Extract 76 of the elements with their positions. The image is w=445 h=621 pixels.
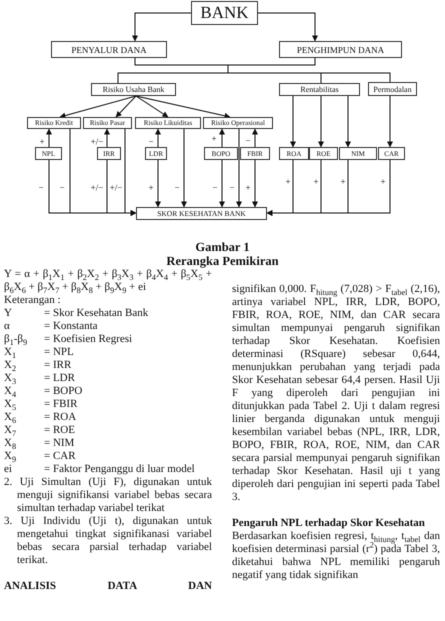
edge-label: + bbox=[313, 178, 319, 186]
variable-symbol: ei bbox=[4, 463, 13, 476]
variable-definition: = CAR bbox=[44, 450, 77, 463]
arrow bbox=[219, 160, 225, 208]
variable-symbol: α bbox=[4, 320, 11, 333]
arrow bbox=[46, 128, 52, 148]
variable-definition: = NPL bbox=[44, 346, 75, 359]
arrow bbox=[104, 128, 110, 148]
category-box: PENGHIMPUN DANA bbox=[279, 41, 402, 58]
variable-definition: = Koefisien Regresi bbox=[44, 333, 134, 346]
variable-symbol: X$_{8}$ bbox=[4, 437, 18, 450]
list-item: 3. Uji Individu (Uji t), digunakan untuk mengetahui tingkat signifikanasi variabel bebas secara parsial terhadap variabel terikat. bbox=[4, 515, 212, 567]
variable-symbol: X$_{4}$ bbox=[4, 385, 18, 398]
edge-label: +/− bbox=[110, 184, 122, 192]
figure-number: Gambar 1 bbox=[194, 240, 251, 255]
variable-symbol: X$_{5}$ bbox=[4, 398, 18, 411]
arrow bbox=[155, 160, 161, 208]
arrow bbox=[290, 96, 296, 148]
variable-symbol: X$_{2}$ bbox=[4, 359, 18, 372]
connector-line bbox=[228, 58, 390, 82]
variable-definition: = ROA bbox=[44, 411, 78, 424]
arrow bbox=[136, 96, 168, 118]
edge-label: + bbox=[340, 178, 346, 186]
arrow bbox=[136, 96, 230, 119]
list-item: 2. Uji Simultan (Uji F), digunakan untuk menguji signifikansi variabel bebas secara simultan terhadap variabel terikat bbox=[4, 476, 212, 515]
variable-symbol: X$_{3}$ bbox=[4, 372, 18, 385]
edge-label: +/− bbox=[90, 184, 104, 192]
variable-symbol: X$_{6}$ bbox=[4, 411, 18, 424]
figure-caption: Rerangka Pemikiran bbox=[165, 254, 280, 269]
group-box: Rentabilitas bbox=[279, 83, 360, 96]
variable-definition: = Konstanta bbox=[44, 320, 99, 333]
group-box: Risiko Usaha Bank bbox=[91, 83, 176, 96]
variable-symbol: β$_{1}$-β$_{9}$ bbox=[4, 333, 28, 346]
group-box: Permodalan bbox=[368, 82, 417, 96]
arrow bbox=[236, 128, 242, 208]
edge-label: + bbox=[148, 184, 154, 192]
edge-label: + bbox=[211, 134, 217, 144]
arrow bbox=[252, 160, 258, 208]
arrow bbox=[266, 160, 390, 216]
variable-definition: = LDR bbox=[44, 372, 76, 385]
variable-symbol: X$_{1}$ bbox=[4, 346, 18, 359]
bank-box: BANK bbox=[191, 1, 258, 25]
edge-label: + bbox=[285, 178, 291, 186]
variable-definition: = IRR bbox=[44, 359, 72, 372]
arrow bbox=[258, 12, 318, 42]
arrow bbox=[252, 128, 258, 148]
arrow bbox=[219, 128, 225, 148]
section-heading: Pengaruh NPL terhadap Skor Kesehatan bbox=[232, 517, 426, 530]
arrow bbox=[345, 96, 351, 148]
category-box: PENYALUR DANA bbox=[51, 41, 167, 58]
variable-definition: = NIM bbox=[44, 437, 76, 450]
arrow bbox=[116, 96, 136, 118]
variable-definition: = Skor Kesehatan Bank bbox=[44, 307, 150, 320]
edge-label: +/− bbox=[90, 138, 104, 146]
variable-symbol: X$_{7}$ bbox=[4, 424, 18, 437]
variable-definition: = Faktor Penganggu di luar model bbox=[44, 463, 196, 476]
paragraph: Berdasarkan koefisien regresi, t$_{hitung}$, t$_{tabel}$ dan koefisien determinasi parsial (r$^{2}$) pada Tabel 3, diketahui bahwa NPL memiliki pengaruh negatif yang tidak signifikan bbox=[232, 530, 440, 582]
edge-label: + bbox=[380, 178, 386, 186]
variable-definition: = BOPO bbox=[44, 385, 84, 398]
variable-definition: = ROE bbox=[44, 424, 76, 437]
paragraph: signifikan 0,000. F$_{hitung}$ (7,028) > F$_{tabel}$ (2,16), artinya variabel NPL, IRR, LDR, BOPO, FBIR, ROA, ROE, NIM, dan CAR secara simultan mempunyai pengaruh signifikan terhadap Skor Kesehatan. Koefisien determinasi (RSquare) sebesar 0,644, menunjukkan perubahan yang terjadi pada Skor Kesehatan sebesar 64,4 persen. Hasil Uji F yang diperoleh dari pengujian ini ditunjukkan pada Tabel 2. Uji t dalam regresi linier berganda digunakan untuk menguji kesembilan variabel bebas (NPL, IRR, LDR, BOPO, FBIR, ROA, ROE, NIM, dan CAR secara parsial mempunyai pengaruh signifikan terhadap Skor Kesehatan. Hasil uji t yang diperoleh dari pengujian ini seperti pada Tabel 3. bbox=[232, 283, 440, 504]
variable-definition: = FBIR bbox=[44, 398, 78, 411]
arrow bbox=[155, 128, 161, 148]
arrow bbox=[60, 96, 136, 118]
variable-symbol: X$_{9}$ bbox=[4, 450, 18, 463]
arrow bbox=[124, 128, 136, 216]
edge-label: + bbox=[245, 184, 251, 192]
legend-heading: Keterangan : bbox=[4, 294, 62, 307]
variable-symbol: Y bbox=[4, 307, 13, 320]
regression-equation: Y = α + β$_{1}$X$_{1}$ + β$_{2}$X$_{2}$ + β$_{3}$X$_{3}$ + β$_{4}$X$_{4}$ + β$_{5}$X$_{5}$ + β$_{6}$X$_{6}$ + β$_{7}$X$_{7}$ + β$_{8}$X$_{8}$ + β$_{9}$X$_{9}$ + ei bbox=[4, 268, 212, 294]
arrow bbox=[181, 128, 187, 208]
section-heading: ANALISIS DATA DAN bbox=[4, 580, 212, 593]
arrow bbox=[318, 96, 324, 148]
arrow bbox=[132, 12, 192, 42]
arrow bbox=[387, 96, 393, 148]
edge-label: + bbox=[39, 138, 45, 146]
